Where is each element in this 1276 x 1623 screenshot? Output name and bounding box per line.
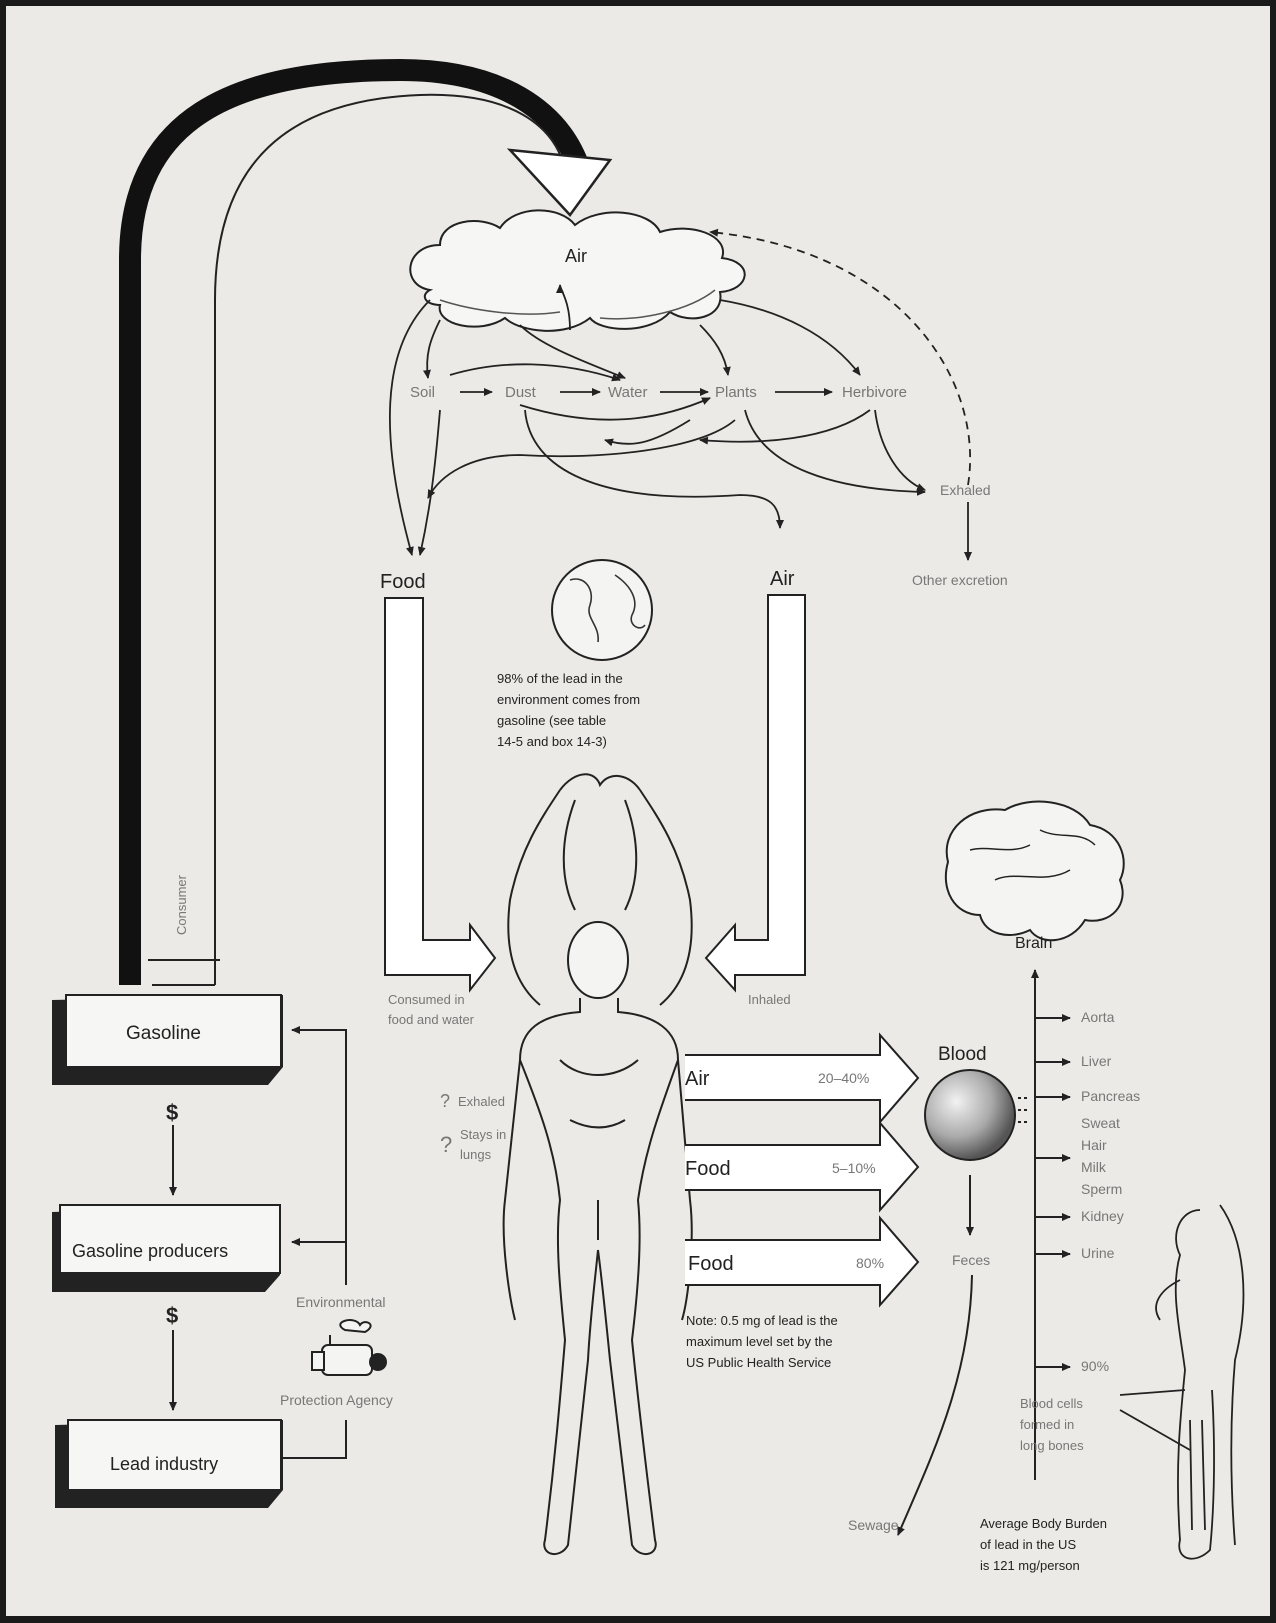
globe-icon — [552, 560, 652, 660]
blood-cells-note: Blood cells formed in long bones — [1020, 1396, 1084, 1453]
absorption-food2-pct: 80% — [856, 1255, 884, 1271]
absorption-air-pct: 20–40% — [818, 1070, 869, 1086]
node-plants: Plants — [715, 384, 757, 401]
gasoline-producers-label: Gasoline producers — [72, 1241, 228, 1261]
burden-3: is 121 mg/person — [980, 1558, 1080, 1573]
node-dust: Dust — [505, 384, 537, 401]
dollar-sign-2: $ — [166, 1303, 178, 1328]
node-other-excretion: Other excretion — [912, 572, 1008, 588]
blood-sphere: Blood — [925, 1044, 1015, 1160]
gasoline-label: Gasoline — [126, 1023, 201, 1044]
epa-label-2: Protection Agency — [280, 1392, 393, 1408]
skeleton-figure — [1120, 1205, 1243, 1559]
note-text: Note: 0.5 mg of lead is the maximum leve… — [686, 1313, 838, 1370]
node-exhaled: Exhaled — [940, 482, 991, 498]
human-figure — [504, 774, 692, 1554]
absorption-food1-label: Food — [685, 1158, 731, 1180]
globe-note-1: 98% of the lead in the — [497, 671, 623, 686]
organ-aorta: Aorta — [1081, 1009, 1115, 1025]
absorption-food1-pct: 5–10% — [832, 1160, 876, 1176]
food-label: Food — [380, 571, 426, 593]
organ-labels: Aorta Liver Pancreas Sweat Hair Milk Spe… — [1081, 1009, 1140, 1374]
cloud-air-label: Air — [565, 246, 587, 266]
feces-label: Feces — [952, 1252, 990, 1268]
organ-urine: Urine — [1081, 1245, 1115, 1261]
absorption-arrow-food-2: Food 80% — [685, 1218, 918, 1305]
q-stays-label-2: lungs — [460, 1147, 492, 1162]
organ-sperm: Sperm — [1081, 1181, 1122, 1197]
blood-cells-3: long bones — [1020, 1438, 1084, 1453]
body-burden-note: Average Body Burden of lead in the US is… — [980, 1516, 1107, 1573]
absorption-air-label: Air — [685, 1068, 710, 1090]
organ-sweat: Sweat — [1081, 1115, 1120, 1131]
food-down-arrow: Food Consumed in food and water — [380, 571, 495, 1027]
sewage-label: Sewage — [848, 1517, 899, 1533]
q-mark-exhaled: ? — [440, 1091, 450, 1111]
note-line-2: maximum level set by the — [686, 1334, 833, 1349]
air-down-arrow: Air Inhaled — [706, 568, 805, 1007]
inhaled-label: Inhaled — [748, 992, 791, 1007]
node-herbivore: Herbivore — [842, 384, 907, 401]
note-line-3: US Public Health Service — [686, 1355, 831, 1370]
globe-note-3: gasoline (see table — [497, 713, 606, 728]
node-water: Water — [608, 384, 647, 401]
globe-note: 98% of the lead in the environment comes… — [497, 671, 640, 749]
blood-label: Blood — [938, 1044, 987, 1065]
globe-note-4: 14-5 and box 14-3) — [497, 734, 607, 749]
lung-notes: ? Exhaled ? Stays in lungs — [440, 1091, 506, 1162]
brain-icon — [946, 802, 1124, 941]
note-line-1: Note: 0.5 mg of lead is the — [686, 1313, 838, 1328]
globe-note-2: environment comes from — [497, 692, 640, 707]
absorption-arrow-air: Air 20–40% — [685, 1035, 918, 1122]
consumed-label-1: Consumed in — [388, 992, 465, 1007]
dollar-sign-1: $ — [166, 1100, 178, 1125]
absorption-food2-label: Food — [688, 1253, 734, 1275]
burden-1: Average Body Burden — [980, 1516, 1107, 1531]
lead-industry-label: Lead industry — [110, 1454, 218, 1474]
consumer-label: Consumer — [174, 874, 189, 935]
air-label-right: Air — [770, 568, 795, 590]
organ-milk: Milk — [1081, 1159, 1107, 1175]
q-stays-label-1: Stays in — [460, 1127, 506, 1142]
pct-90: 90% — [1081, 1358, 1109, 1374]
node-soil: Soil — [410, 384, 435, 401]
gasoline-box: Gasoline — [52, 995, 283, 1085]
blood-cells-2: formed in — [1020, 1417, 1074, 1432]
absorption-arrow-food-1: Food 5–10% — [685, 1123, 918, 1210]
organ-hair: Hair — [1081, 1137, 1107, 1153]
lead-industry-box: Lead industry — [55, 1420, 283, 1508]
burden-2: of lead in the US — [980, 1537, 1076, 1552]
consumed-label-2: food and water — [388, 1012, 475, 1027]
epa-label-1: Environmental — [296, 1294, 386, 1310]
q-exhaled-label: Exhaled — [458, 1094, 505, 1109]
q-mark-stays: ? — [440, 1132, 452, 1157]
organ-kidney: Kidney — [1081, 1208, 1124, 1224]
faucet-icon — [312, 1320, 386, 1375]
organ-liver: Liver — [1081, 1053, 1112, 1069]
brain-label: Brain — [1015, 935, 1052, 952]
consumer-arrow: Consumer — [130, 70, 610, 985]
blood-cells-1: Blood cells — [1020, 1396, 1083, 1411]
air-cloud: Air — [410, 210, 744, 330]
organ-pancreas: Pancreas — [1081, 1088, 1140, 1104]
gasoline-producers-box: Gasoline producers — [52, 1205, 280, 1292]
